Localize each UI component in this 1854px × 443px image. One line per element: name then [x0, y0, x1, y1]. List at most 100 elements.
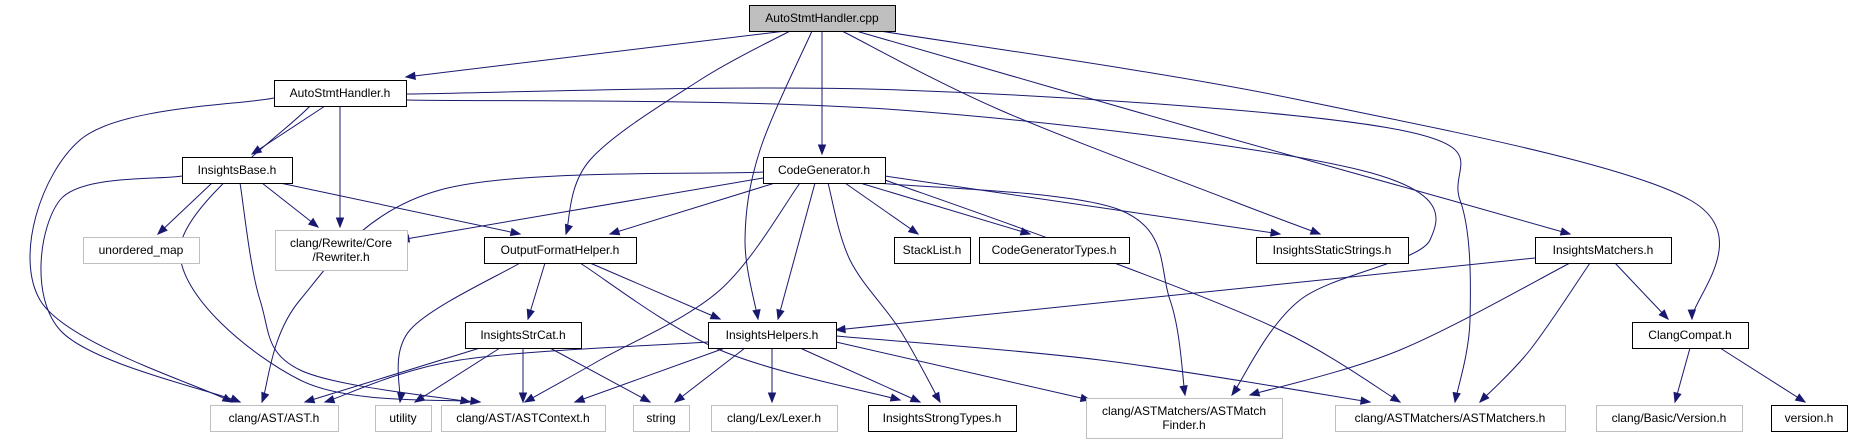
node-codegen_h[interactable]: CodeGenerator.h	[763, 157, 886, 184]
node-outputformat_h[interactable]: OutputFormatHelper.h	[484, 237, 637, 264]
node-label-utility: utility	[389, 411, 416, 425]
arrowhead-helpers_h-to-lexer_h	[767, 392, 777, 404]
node-staticstrings_h[interactable]: InsightsStaticStrings.h	[1256, 237, 1409, 264]
nodes-layer: AutoStmtHandler.cppAutoStmtHandler.hCode…	[83, 5, 1848, 439]
node-box-strcat_h	[465, 322, 582, 349]
node-box-helpers_h	[708, 322, 837, 349]
edge-matchers_h-to-astmatchfinder_h	[1249, 262, 1571, 396]
node-label-clangcompat_h: ClangCompat.h	[1648, 328, 1731, 342]
arrowhead-codegen_h-to-astmatchfinder_h	[1179, 384, 1188, 397]
node-strcat_h[interactable]: InsightsStrCat.h	[465, 322, 582, 349]
arrowhead-codegen_h-to-outputformat_h	[608, 227, 621, 236]
edge-helpers_h-to-ast_h	[324, 341, 709, 403]
node-box-lexer_h	[711, 405, 838, 432]
arrowhead-codegen_h-to-strongtypes_h	[931, 391, 941, 404]
node-box-strongtypes_h	[868, 405, 1017, 432]
node-stacklist_h[interactable]: StackList.h	[894, 237, 971, 264]
edge-strcat_h-to-string	[549, 347, 651, 403]
node-strongtypes_h[interactable]: InsightsStrongTypes.h	[868, 405, 1017, 432]
edge-codegen_h-to-codegentypes_h	[859, 182, 1031, 235]
edge-autostmt_h-to-astmatchfinder_h	[405, 99, 1437, 396]
node-label-version_h: version.h	[1785, 411, 1834, 425]
arrowhead-insightsbase_h-to-astcontext_h	[459, 396, 472, 405]
node-codegentypes_h[interactable]: CodeGeneratorTypes.h	[979, 237, 1130, 264]
edge-matchers_h-to-clangcompat_h	[1614, 262, 1669, 320]
arrowhead-autostmt_h-to-astcontext_h	[470, 396, 482, 406]
arrowhead-matchers_h-to-clangcompat_h	[1658, 309, 1669, 321]
arrowhead-outputformat_h-to-utility	[397, 392, 406, 404]
edge-helpers_h-to-strongtypes_h	[799, 347, 921, 403]
node-box-ast_h	[210, 405, 339, 432]
edge-helpers_h-to-string	[674, 347, 746, 403]
node-version_basic_h: clang/Basic/Version.h	[1596, 405, 1743, 432]
arrowhead-autostmt_cpp-to-outputformat_h	[564, 223, 573, 236]
node-autostmt_cpp[interactable]: AutoStmtHandler.cpp	[749, 5, 896, 32]
node-box-clangcompat_h	[1632, 322, 1749, 349]
node-insightsbase_h[interactable]: InsightsBase.h	[182, 157, 293, 184]
node-label-string: string	[646, 411, 675, 425]
edge-matchers_h-to-astmatchers_h	[1479, 262, 1591, 403]
node-box-unordered_map	[83, 237, 200, 264]
edge-strcat_h-to-ast_h	[304, 347, 481, 403]
node-label-matchers_h: InsightsMatchers.h	[1553, 243, 1654, 257]
node-label-astmatchfinder_h-line1: clang/ASTMatchers/ASTMatch	[1102, 404, 1266, 418]
arrowhead-outputformat_h-to-helpers_h	[709, 311, 722, 320]
edge-autostmt_cpp-to-helpers_h	[744, 30, 813, 320]
node-box-outputformat_h	[484, 237, 637, 264]
arrowhead-clangcompat_h-to-version_basic_h	[1673, 391, 1682, 404]
edge-outputformat_h-to-strcat_h	[527, 262, 546, 320]
arrowhead-autostmt_h-to-astmatchfinder_h	[1231, 384, 1241, 397]
edge-outputformat_h-to-utility	[397, 262, 521, 403]
node-label-autostmt_h: AutoStmtHandler.h	[290, 86, 391, 100]
node-label-strcat_h: InsightsStrCat.h	[480, 328, 565, 342]
edge-insightsbase_h-to-ast_h	[40, 175, 241, 403]
arrowhead-autostmt_cpp-to-codegen_h	[817, 144, 827, 156]
node-box-astmatchers_h	[1335, 405, 1566, 432]
node-box-rewriter_h	[275, 230, 408, 271]
arrowhead-codegen_h-to-astmatchers_h	[1389, 393, 1402, 403]
arrowhead-insightsbase_h-to-unordered_map	[156, 224, 168, 235]
edge-autostmt_cpp-to-clangcompat_h	[879, 30, 1720, 320]
node-label-codegentypes_h: CodeGeneratorTypes.h	[992, 243, 1117, 257]
edge-codegen_h-to-astmatchers_h	[884, 179, 1401, 403]
node-box-version_h	[1771, 405, 1848, 432]
node-matchers_h[interactable]: InsightsMatchers.h	[1535, 237, 1672, 264]
arrowhead-codegen_h-to-ast_h	[261, 391, 270, 404]
node-label-autostmt_cpp: AutoStmtHandler.cpp	[765, 11, 879, 25]
edge-insightsbase_h-to-rewriter_h	[261, 182, 319, 228]
node-label-helpers_h: InsightsHelpers.h	[726, 328, 819, 342]
arrowhead-strcat_h-to-utility	[413, 393, 426, 403]
node-autostmt_h[interactable]: AutoStmtHandler.h	[274, 80, 407, 107]
arrowhead-strcat_h-to-ast_h	[303, 395, 316, 404]
edge-clangcompat_h-to-version_h	[1719, 347, 1806, 403]
arrowhead-outputformat_h-to-strongtypes_h	[889, 393, 902, 402]
arrowhead-helpers_h-to-strongtypes_h	[909, 394, 922, 403]
node-helpers_h[interactable]: InsightsHelpers.h	[708, 322, 837, 349]
node-box-string	[633, 405, 690, 432]
node-rewriter_h: clang/Rewrite/Core/Rewriter.h	[275, 230, 408, 271]
arrowhead-clangcompat_h-to-version_h	[1794, 393, 1807, 403]
arrowhead-helpers_h-to-string	[673, 392, 686, 403]
arrowhead-strcat_h-to-string	[639, 393, 652, 403]
node-box-utility	[375, 405, 432, 432]
node-box-autostmt_h	[274, 80, 407, 107]
node-label-astcontext_h: clang/AST/ASTContext.h	[456, 411, 589, 425]
node-label-strongtypes_h: InsightsStrongTypes.h	[883, 411, 1002, 425]
node-label-staticstrings_h: InsightsStaticStrings.h	[1273, 243, 1392, 257]
edge-codegen_h-to-helpers_h	[777, 182, 816, 320]
node-clangcompat_h[interactable]: ClangCompat.h	[1632, 322, 1749, 349]
edge-codegen_h-to-rewriter_h	[399, 177, 764, 241]
arrowhead-autostmt_cpp-to-helpers_h	[752, 308, 761, 321]
arrowhead-autostmt_h-to-astmatchers_h	[1452, 391, 1461, 404]
node-astmatchers_h: clang/ASTMatchers/ASTMatchers.h	[1335, 405, 1566, 432]
node-unordered_map: unordered_map	[83, 237, 200, 264]
edges-layer	[29, 30, 1807, 406]
node-version_h[interactable]: version.h	[1771, 405, 1848, 432]
arrowhead-outputformat_h-to-strcat_h	[526, 308, 535, 321]
edge-autostmt_cpp-to-matchers_h	[855, 30, 1571, 235]
edge-insightsbase_h-to-astcontext_h	[239, 182, 471, 403]
node-box-version_basic_h	[1596, 405, 1743, 432]
edge-codegen_h-to-astcontext_h	[524, 182, 801, 403]
